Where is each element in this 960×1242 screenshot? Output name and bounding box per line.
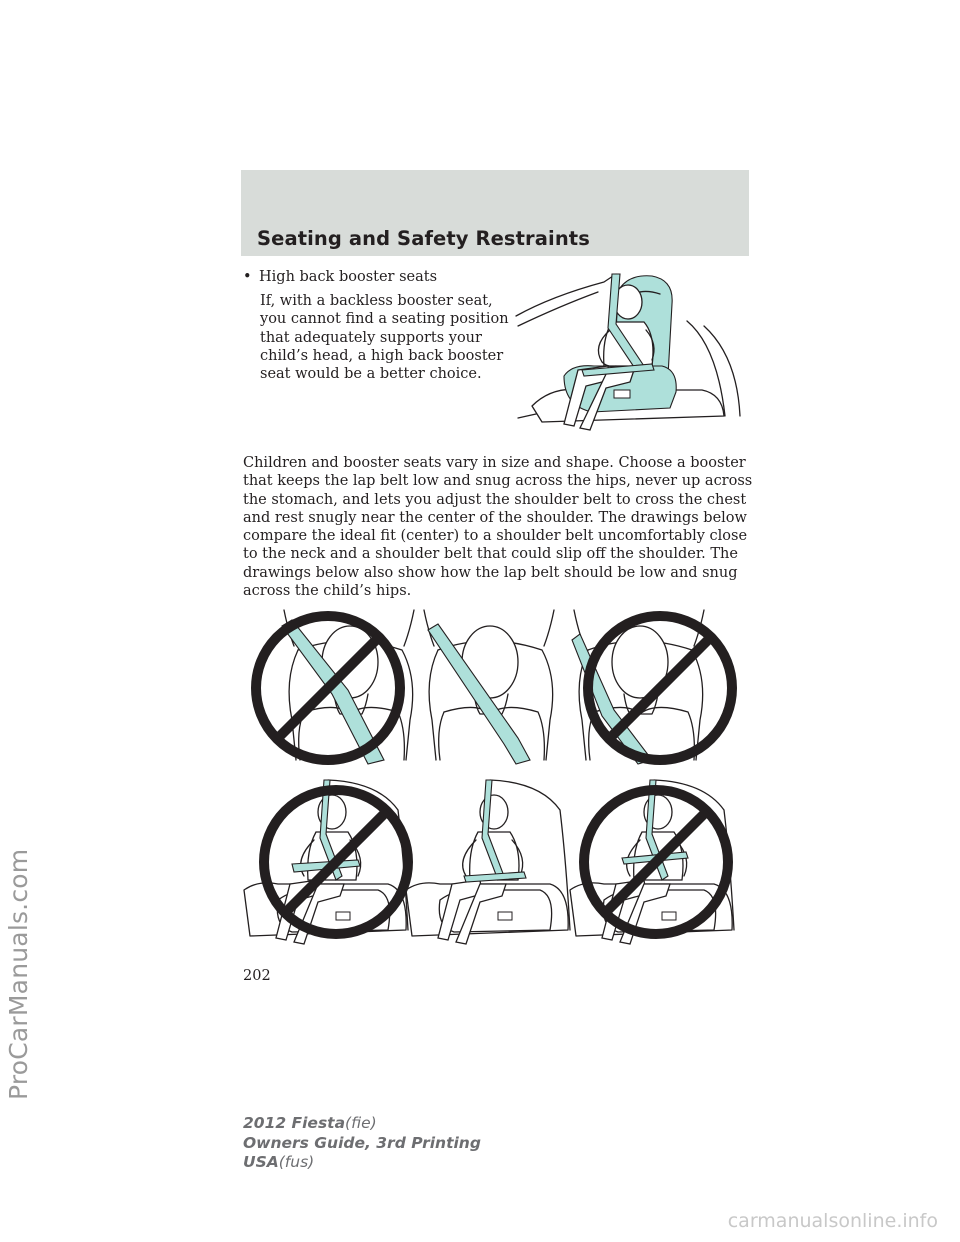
high-back-booster-illustration <box>515 273 741 431</box>
bullet-paragraph: If, with a backless booster seat, you ca… <box>260 293 509 383</box>
incorrect-fit-symbol <box>583 611 737 765</box>
bullet-marker: • <box>243 269 252 285</box>
incorrect-fit-symbol <box>579 785 733 939</box>
footer-guide: Owners Guide, 3rd Printing <box>243 1133 481 1152</box>
incorrect-fit-symbol <box>251 611 405 765</box>
section-header-band: Seating and Safety Restraints <box>241 170 749 256</box>
footer-market: USA <box>243 1153 279 1171</box>
bottom-watermark: carmanualsonline.info <box>727 1210 938 1232</box>
incorrect-fit-symbol <box>259 785 413 939</box>
lap-belt-correct-figure <box>405 779 571 945</box>
side-watermark: ProCarManuals.com <box>4 848 33 1100</box>
document-footer: 2012 Fiesta(fie) Owners Guide, 3rd Print… <box>243 1114 481 1173</box>
bullet-text: High back booster seats <box>259 269 438 285</box>
page-number: 202 <box>243 968 271 984</box>
footer-model-code: (fie) <box>345 1114 377 1132</box>
body-paragraph: Children and booster seats vary in size … <box>243 455 753 600</box>
footer-model: 2012 Fiesta <box>243 1114 346 1132</box>
belt-fit-comparison-illustration <box>243 609 737 945</box>
shoulder-belt-near-neck-figure <box>281 609 415 765</box>
footer-market-code: (fus) <box>278 1153 315 1171</box>
bullet-item: • High back booster seats <box>243 268 437 286</box>
shoulder-belt-correct-figure <box>423 609 555 765</box>
section-title: Seating and Safety Restraints <box>257 227 590 250</box>
